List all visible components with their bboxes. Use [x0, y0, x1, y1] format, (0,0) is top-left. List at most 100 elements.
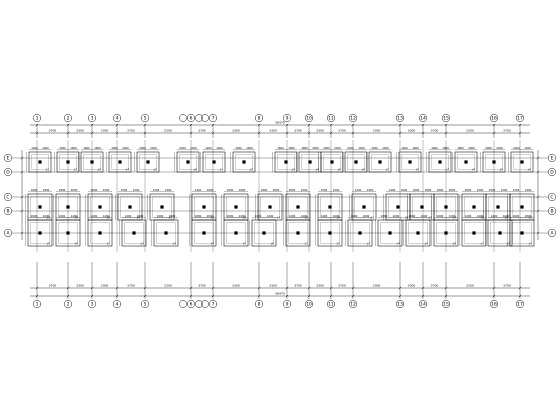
footing-label: J-6: [193, 168, 198, 172]
footing-dimension: 2200: [513, 146, 520, 150]
axis-bubble-right: [547, 167, 557, 177]
footing-dimension: 2200: [489, 188, 496, 192]
axis-label-right: D: [550, 170, 554, 176]
column-square: [438, 160, 442, 164]
footing-outline: [433, 219, 459, 247]
axis-label-bottom: 15: [443, 302, 449, 308]
dimension-tick: [518, 294, 522, 298]
footing-dimension: 1400: [301, 214, 308, 218]
dimension-tick: [35, 294, 39, 298]
footing-label: J-5: [46, 242, 51, 246]
footing-label: J-2: [336, 242, 341, 246]
dimension-tick: [536, 195, 540, 199]
bay-dimension-bottom: 3300: [408, 284, 416, 288]
footing-dimension: 1200: [205, 146, 212, 150]
footing-outline: [285, 219, 311, 247]
footing-step: [371, 154, 389, 170]
footing-outline: [482, 151, 506, 173]
axis-bubble-left: [3, 192, 13, 202]
bay-dimension-bottom: 3700: [338, 284, 346, 288]
axis-label-top: 12: [350, 116, 356, 122]
footing-label: J-6: [452, 242, 457, 246]
footing-dimension: 1400: [389, 188, 396, 192]
dimension-tick: [189, 123, 193, 127]
column-square: [330, 160, 334, 164]
bay-dimension-bottom: 2200: [466, 284, 474, 288]
axis-bubble-bottom: [63, 299, 73, 309]
dimension-tick: [444, 131, 448, 135]
bay-dimension-top: 3300: [232, 129, 240, 133]
bay-dimension-bottom: 3700: [294, 284, 302, 288]
footing-label: J-4: [125, 168, 130, 172]
footing-dimension: 1800: [425, 188, 432, 192]
footing-label: J-3: [172, 242, 177, 246]
axis-bubble-top: [112, 113, 122, 123]
footing-dimension: 1200: [524, 146, 531, 150]
footing-step: [31, 154, 49, 170]
footing-label: J-4: [315, 168, 320, 172]
axis-label-bottom: 13: [397, 302, 403, 308]
footing-dimension: 2000: [449, 188, 456, 192]
footing-outline: [377, 219, 403, 247]
axis-bubble-left: [3, 206, 13, 216]
footing-dimension: 2200: [150, 146, 157, 150]
bay-dimension-top: 3700: [503, 129, 511, 133]
axis-bubble-top: [201, 114, 209, 122]
footing-dimension: 1800: [169, 214, 176, 218]
footing-dimension: 1200: [358, 146, 365, 150]
axis-label-left: A: [6, 231, 10, 237]
footing-outline: [510, 151, 534, 173]
column-square: [464, 160, 468, 164]
footing-dimension: 1800: [381, 214, 388, 218]
dimension-tick: [189, 294, 193, 298]
footing-outline: [55, 219, 81, 247]
axis-label-left: C: [6, 195, 9, 201]
footing-dimension: 1200: [513, 188, 520, 192]
footing-label: J-1: [219, 168, 224, 172]
axis-bubble-top: [32, 113, 42, 123]
axis-label-top: 9: [286, 116, 289, 122]
axis-label-top: 17: [517, 116, 523, 122]
footing-label: J-5: [424, 242, 429, 246]
axis-label-top: 10: [306, 116, 312, 122]
column-square: [118, 160, 122, 164]
footing-label: J-5: [337, 168, 342, 172]
axis-label-right: E: [551, 156, 554, 162]
footing-dimension: 2200: [59, 214, 66, 218]
footing-dimension: 1600: [227, 188, 234, 192]
footing-dimension: 2000: [207, 214, 214, 218]
footing-step: [485, 154, 503, 170]
footing-dimension: 2000: [393, 214, 400, 218]
footing-label: J-6: [74, 242, 79, 246]
footing-label: J-6: [270, 242, 275, 246]
dimension-tick: [20, 209, 24, 213]
dimension-tick: [211, 286, 215, 290]
footing-dimension: 1200: [190, 146, 197, 150]
dimension-tick: [307, 123, 311, 127]
footing-label: J-3: [445, 168, 450, 172]
footing-dimension: 1400: [321, 214, 328, 218]
bay-dimension-top: 3300: [101, 129, 109, 133]
dimension-tick: [421, 286, 425, 290]
footing-label: J-1: [370, 216, 375, 220]
footing-dimension: 1200: [501, 188, 508, 192]
footing-dimension: 1400: [195, 188, 202, 192]
dimension-tick: [211, 123, 215, 127]
axis-label-top: 1: [36, 116, 39, 122]
footing-dimension: 2200: [347, 146, 354, 150]
footing-dimension: 1800: [43, 188, 50, 192]
axis-bubble-top: [441, 113, 451, 123]
axis-label-top: 6: [190, 116, 193, 122]
footing-dimension: 1200: [153, 188, 160, 192]
axis-label-top: 11: [328, 116, 334, 122]
dimension-tick: [398, 123, 402, 127]
footing-dimension: 2000: [409, 214, 416, 218]
overall-dimension-top: 56470: [275, 121, 285, 125]
bay-dimension-top: 3300: [408, 129, 416, 133]
footing-dimension: 2200: [43, 214, 50, 218]
footing-dimension: 1200: [91, 214, 98, 218]
footing-label: J-2: [415, 168, 420, 172]
axis-bubble-bottom: [195, 300, 203, 308]
dimension-tick: [66, 123, 70, 127]
footing-dimension: 2200: [477, 188, 484, 192]
